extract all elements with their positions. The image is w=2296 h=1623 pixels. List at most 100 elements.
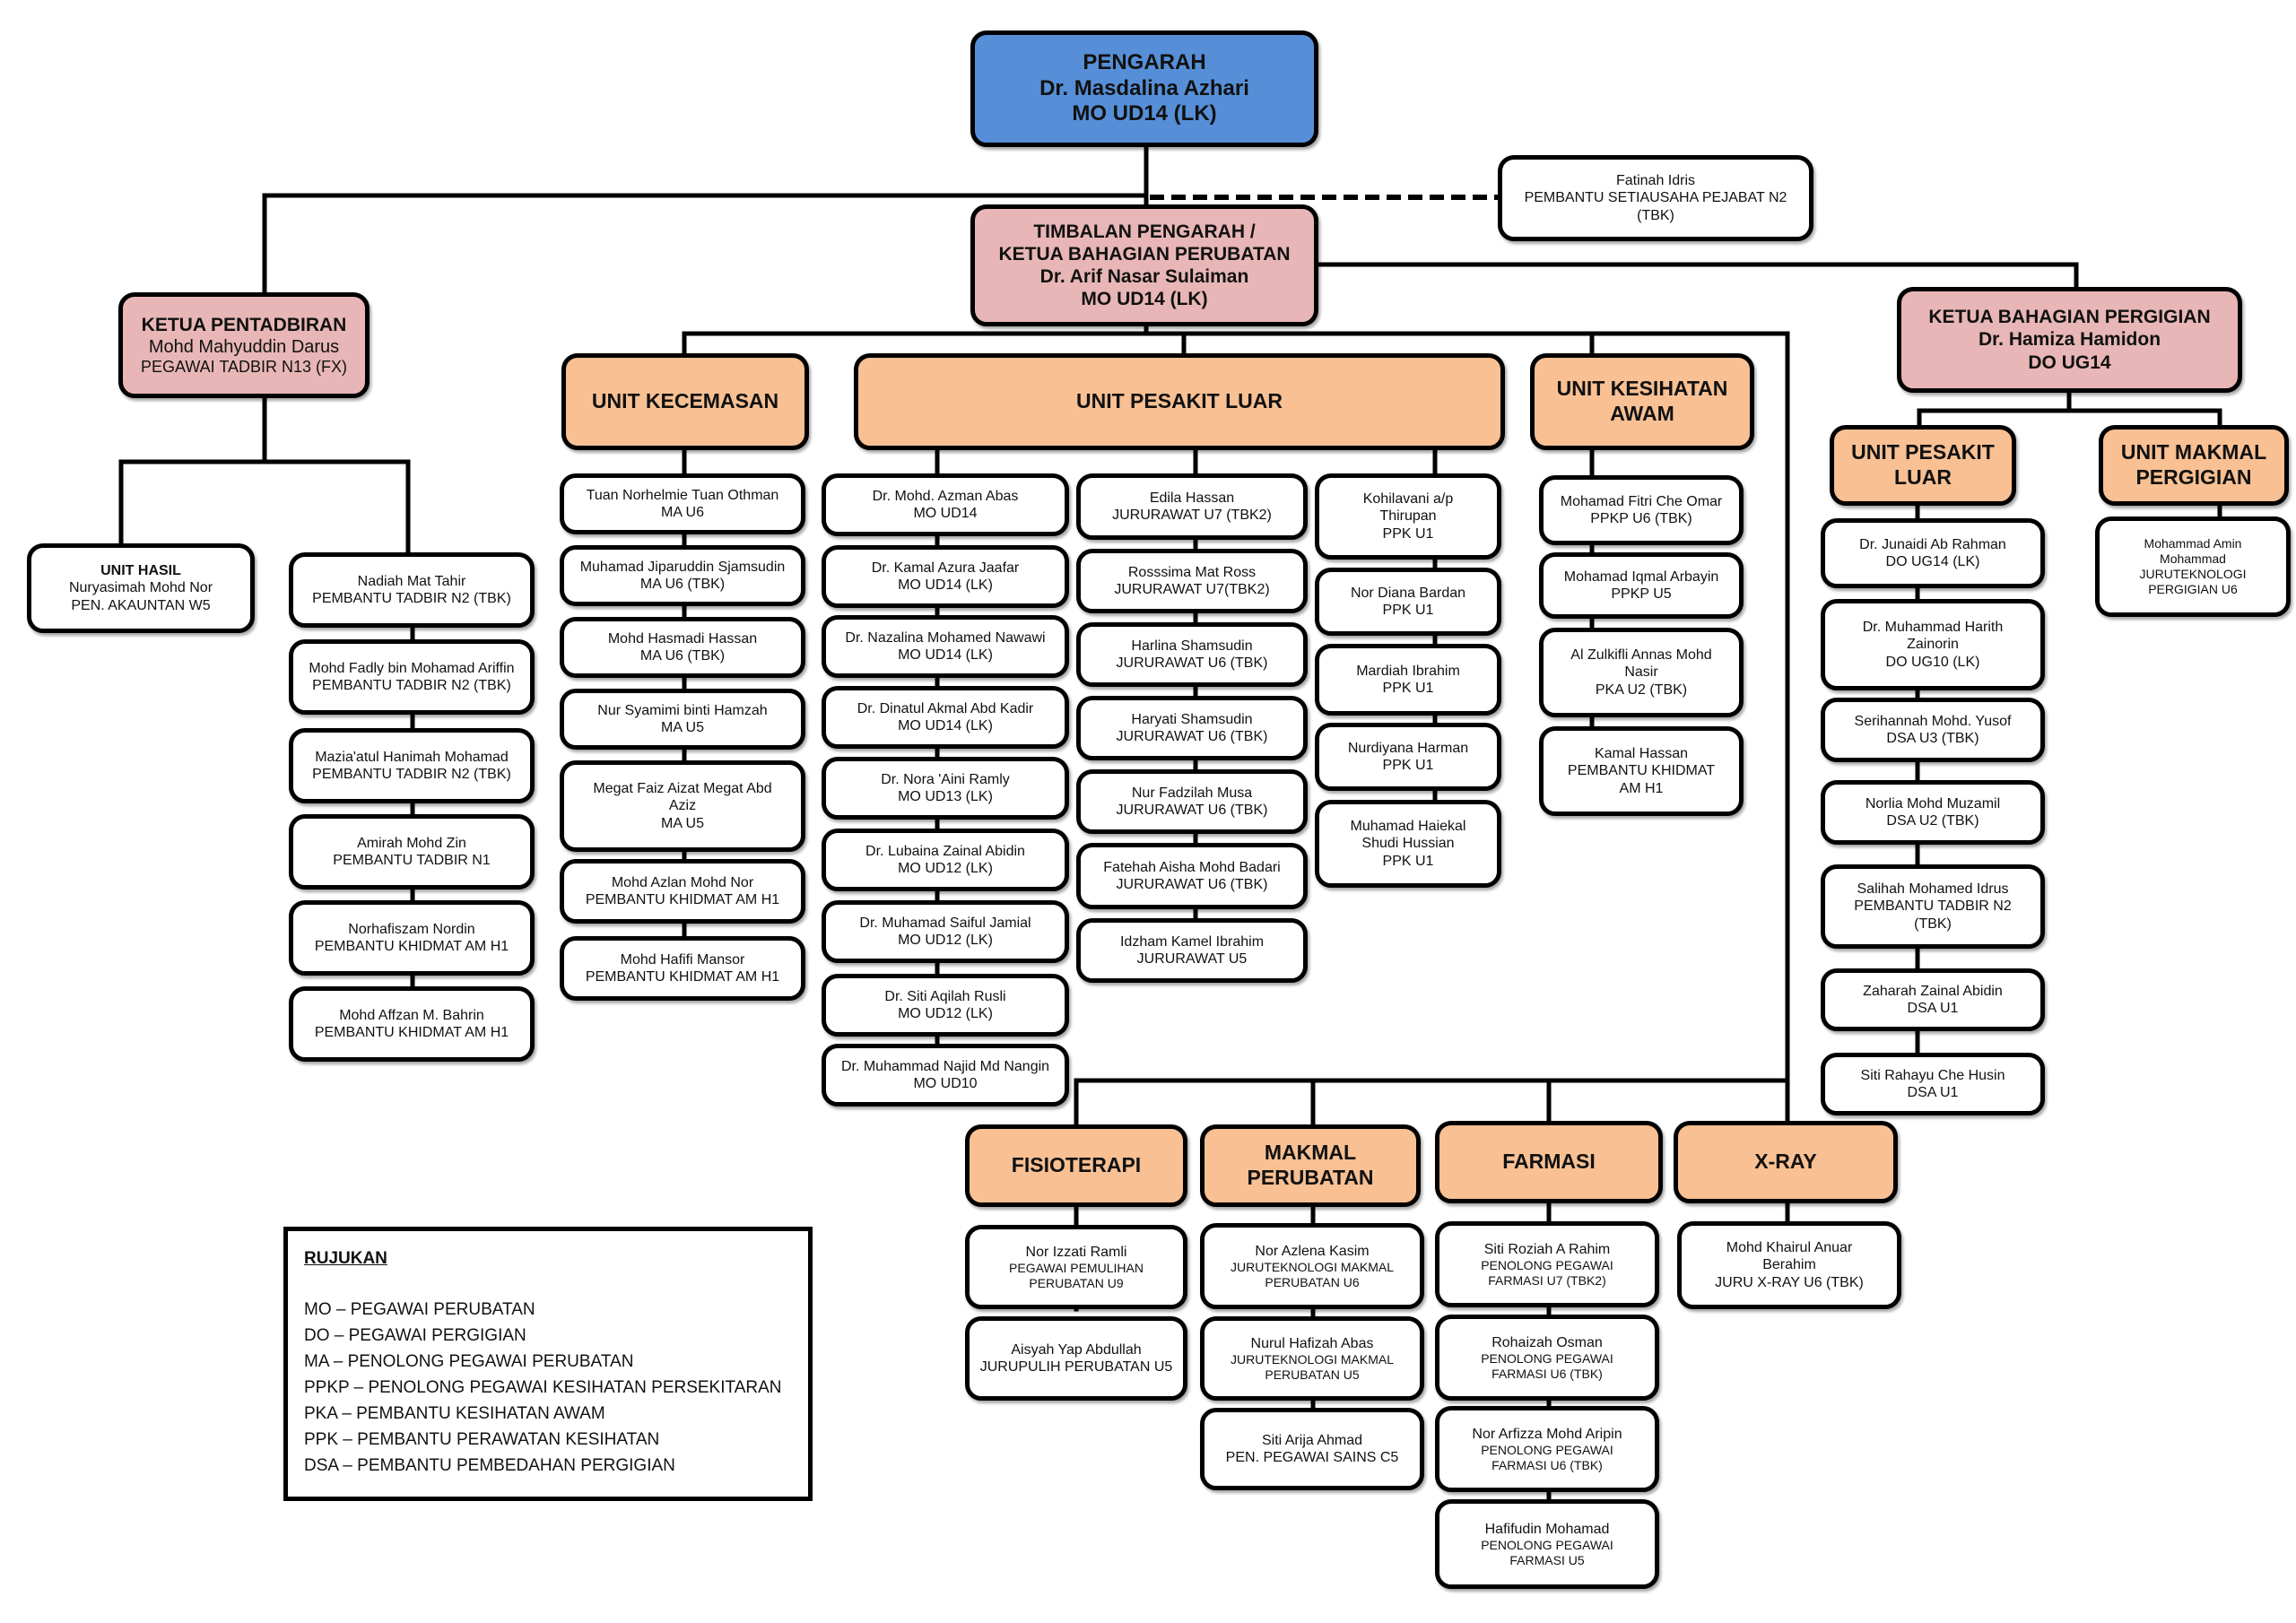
staff-name: Nurdiyana Harman xyxy=(1347,740,1469,756)
admin-head-title: KETUA PENTADBIRAN xyxy=(141,314,347,335)
staff-position: AM H1 xyxy=(1619,780,1664,796)
staff-position: PENOLONG PEGAWAI xyxy=(1481,1442,1613,1457)
staff-name: Nor Arfizza Mohd Aripin xyxy=(1472,1426,1622,1442)
staff-position: MA U5 xyxy=(660,720,704,735)
staff-name: Dr. Dinatul Akmal Abd Kadir xyxy=(857,700,1034,716)
staff-name: Mohd Hafifi Mansor xyxy=(620,951,745,968)
staff-position: FARMASI U6 (TBK) xyxy=(1492,1457,1603,1472)
staff-position: MO UD10 xyxy=(913,1076,978,1091)
staff-position: PERGIGIAN U6 xyxy=(2148,581,2238,596)
staff-position: PERUBATAN U9 xyxy=(1029,1275,1124,1290)
staff-position: PENOLONG PEGAWAI xyxy=(1481,1257,1613,1272)
staff-position: PEMBANTU TADBIR N2 (TBK) xyxy=(312,678,511,693)
staff-name: Mohammad Amin xyxy=(2144,536,2242,551)
staff-position: PPK U1 xyxy=(1382,853,1434,869)
staff-position: Shudi Hussian xyxy=(1361,836,1455,852)
staff-name: Siti Roziah A Rahim xyxy=(1483,1241,1611,1257)
staff-position: DO UG14 (LK) xyxy=(1885,554,1980,569)
unit-farmasi: FARMASI xyxy=(1435,1121,1663,1203)
legend-item: DSA – PEMBANTU PEMBEDAHAN PERGIGIAN xyxy=(304,1456,675,1475)
staff-position: Berahim xyxy=(1762,1257,1816,1273)
staff-position: PEMBANTU KHIDMAT AM H1 xyxy=(585,892,780,907)
unit-hasil-title: UNIT HASIL xyxy=(100,563,181,579)
staff-position: JURURAWAT U5 xyxy=(1136,951,1248,967)
staff-position: JURUTEKNOLOGI xyxy=(2139,567,2247,581)
legend-item: MO – PEGAWAI PERUBATAN xyxy=(304,1300,535,1319)
staff-position: JURUTEKNOLOGI MAKMAL xyxy=(1230,1259,1395,1274)
deputy-grade: MO UD14 (LK) xyxy=(1081,289,1208,310)
staff-position: PKA U2 (TBK) xyxy=(1595,681,1688,698)
dental-head-name: Dr. Hamiza Hamidon xyxy=(1978,329,2161,351)
legend-item: PPKP – PENOLONG PEGAWAI KESIHATAN PERSEK… xyxy=(304,1378,782,1397)
staff-name: Nor Izzati Ramli xyxy=(1025,1244,1127,1260)
unit-title: UNIT PESAKIT LUAR xyxy=(1851,440,1995,489)
staff-name: Megat Faiz Aizat Megat Abd xyxy=(593,781,772,797)
staff-position: PERUBATAN U6 xyxy=(1265,1274,1360,1289)
unit-hasil-grade: PEN. AKAUNTAN W5 xyxy=(71,597,211,613)
director-title: PENGARAH xyxy=(1083,49,1206,74)
staff-name: Tuan Norhelmie Tuan Othman xyxy=(586,487,779,503)
staff-position: MO UD13 (LK) xyxy=(898,789,993,804)
staff-position: PENOLONG PEGAWAI xyxy=(1481,1537,1613,1552)
legend-box: RUJUKAN MO – PEGAWAI PERUBATAN DO – PEGA… xyxy=(283,1227,813,1501)
staff-name: Mohamad Fitri Che Omar xyxy=(1560,493,1723,509)
staff-name: Harlina Shamsudin xyxy=(1131,638,1253,654)
staff-name: Mazia'atul Hanimah Mohamad xyxy=(315,749,509,765)
staff-position: MO UD14 xyxy=(913,506,978,521)
unit-title: UNIT MAKMAL PERGIGIAN xyxy=(2120,440,2267,489)
staff-position: JURU X-RAY U6 (TBK) xyxy=(1715,1274,1864,1290)
staff-position: MA U5 xyxy=(660,815,704,831)
staff-position: Nasir xyxy=(1624,664,1658,681)
staff-position: PEMBANTU KHIDMAT AM H1 xyxy=(314,939,509,954)
staff-position: JURURAWAT U6 (TBK) xyxy=(1116,803,1268,818)
legend-item: PPK – PEMBANTU PERAWATAN KESIHATAN xyxy=(304,1430,660,1449)
director-name: Dr. Masdalina Azhari xyxy=(1039,75,1249,100)
staff-name: Dr. Siti Aqilah Rusli xyxy=(884,988,1006,1004)
staff-name: Amirah Mohd Zin xyxy=(357,835,466,851)
staff-name: Mohd Hasmadi Hassan xyxy=(607,630,758,647)
staff-name: Kohilavani a/p xyxy=(1362,491,1454,508)
unit-title: UNIT PESAKIT LUAR xyxy=(1076,389,1283,413)
admin-head-grade: PEGAWAI TADBIR N13 (FX) xyxy=(140,357,348,376)
staff-name: Haryati Shamsudin xyxy=(1131,711,1253,727)
director-grade: MO UD14 (LK) xyxy=(1072,101,1217,126)
legend-title: RUJUKAN xyxy=(304,1249,387,1268)
staff-position: PPKP U6 (TBK) xyxy=(1590,511,1692,526)
staff-name: Dr. Lubaina Zainal Abidin xyxy=(865,843,1025,859)
staff-position: MO UD12 (LK) xyxy=(898,861,993,876)
staff-position: (TBK) xyxy=(1914,916,1952,932)
staff-name: Dr. Nora 'Aini Ramly xyxy=(881,771,1010,787)
staff-name: Rosssima Mat Ross xyxy=(1127,564,1257,580)
staff-name: Nur Fadzilah Musa xyxy=(1131,785,1253,801)
staff-name: Dr. Junaidi Ab Rahman xyxy=(1859,536,2006,552)
